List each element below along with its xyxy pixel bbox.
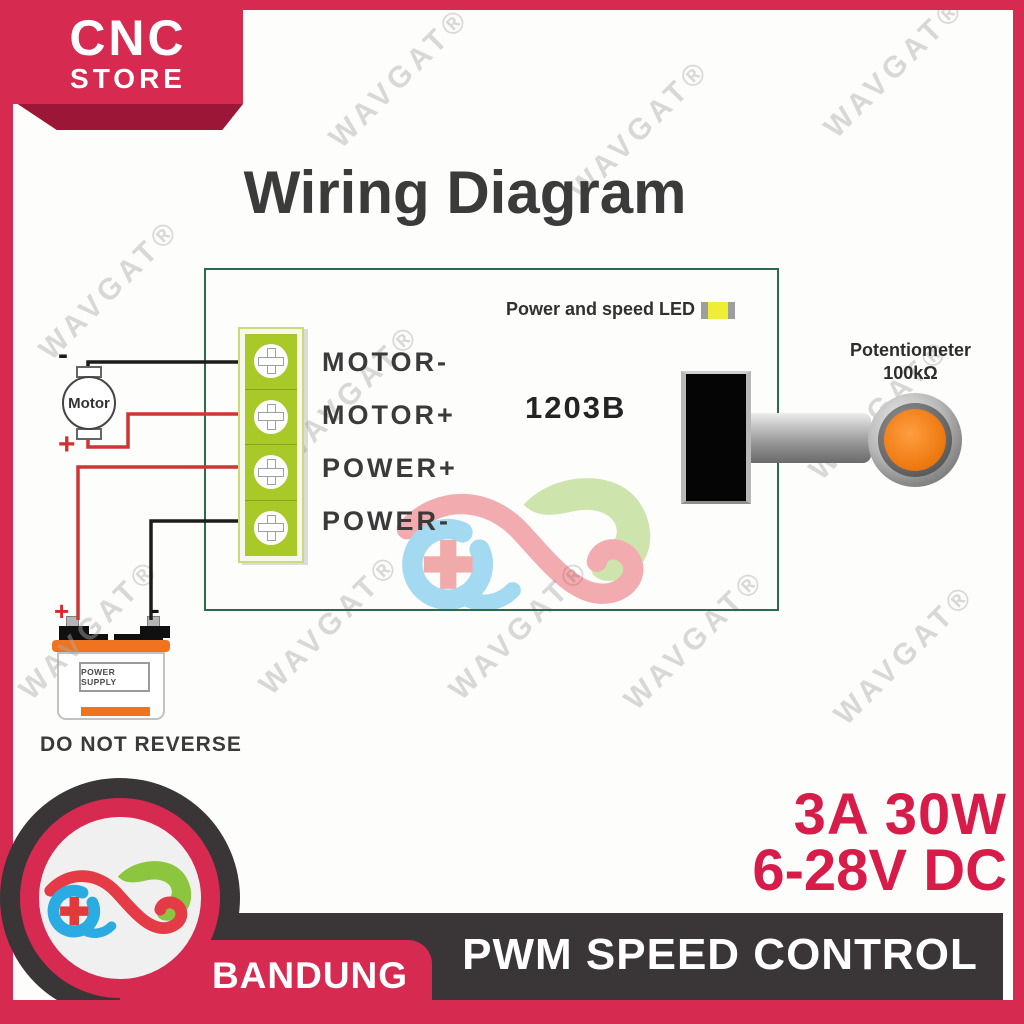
page-title: Wiring Diagram bbox=[243, 159, 687, 226]
terminal-cell bbox=[245, 445, 297, 501]
store-ribbon-fold bbox=[17, 104, 243, 130]
product-name: PWM SPEED CONTROL bbox=[462, 930, 978, 979]
potentiometer-knob-cap bbox=[884, 409, 946, 471]
battery-label-box: POWER SUPPLY bbox=[79, 662, 150, 692]
motor-plus-sign: + bbox=[58, 428, 76, 461]
potentiometer-name: Potentiometer bbox=[849, 340, 972, 360]
terminal-cell bbox=[245, 390, 297, 445]
page-border-left bbox=[0, 0, 13, 1024]
store-ribbon: CNC STORE bbox=[13, 10, 243, 104]
motor-label: Motor bbox=[68, 394, 110, 412]
spec-line-2: 6-28V DC bbox=[752, 838, 1007, 903]
battery-plus-sign: + bbox=[54, 596, 70, 626]
page-border-right bbox=[1013, 0, 1024, 1024]
potentiometer-label: Potentiometer 100kΩ bbox=[828, 339, 993, 385]
screw-icon bbox=[254, 510, 288, 545]
store-subname: STORE bbox=[70, 63, 186, 94]
battery-body: POWER SUPPLY bbox=[57, 652, 165, 720]
screw-icon bbox=[254, 399, 288, 434]
battery-minus-sign: - bbox=[151, 594, 160, 624]
warning-text: DO NOT REVERSE bbox=[40, 733, 242, 756]
wavgat-watermark: WAVGAT® bbox=[817, 0, 972, 145]
screw-icon bbox=[254, 455, 288, 489]
terminal-cell bbox=[245, 334, 297, 390]
potentiometer-shaft bbox=[751, 413, 871, 463]
page-border-top bbox=[0, 0, 1024, 10]
terminal-label-power-minus: POWER- bbox=[322, 506, 451, 536]
screw-icon bbox=[254, 344, 288, 378]
terminal-label-power-plus: POWER+ bbox=[322, 453, 458, 483]
store-name: CNC bbox=[69, 10, 187, 66]
battery-stripe bbox=[81, 707, 150, 716]
potentiometer-body bbox=[681, 371, 751, 504]
battery-plate bbox=[114, 634, 163, 641]
model-number: 1203B bbox=[525, 390, 627, 425]
battery-label: POWER SUPPLY bbox=[81, 667, 117, 687]
battery-plate bbox=[59, 634, 108, 641]
terminal-cell bbox=[245, 501, 297, 557]
potentiometer-value: 100kΩ bbox=[883, 363, 938, 383]
led-indicator-icon bbox=[701, 302, 735, 319]
spec-line-1: 3A 30W bbox=[793, 782, 1007, 847]
battery-top-band bbox=[52, 640, 170, 652]
motor-minus-sign: - bbox=[58, 338, 68, 371]
city-label: BANDUNG bbox=[211, 955, 409, 996]
brand-logo-icon bbox=[42, 842, 200, 952]
led-label: Power and speed LED bbox=[505, 299, 695, 319]
spec-text: 3A 30W 6-28V DC bbox=[600, 782, 1007, 903]
terminal-block-body bbox=[245, 334, 297, 556]
terminal-label-motor-minus: MOTOR- bbox=[322, 347, 449, 377]
terminal-label-motor-plus: MOTOR+ bbox=[322, 400, 456, 430]
motor-symbol: Motor bbox=[62, 376, 116, 430]
terminal-block bbox=[238, 327, 304, 563]
wavgat-watermark: WAVGAT® bbox=[322, 0, 477, 155]
wavgat-watermark: WAVGAT® bbox=[32, 212, 187, 367]
wavgat-watermark: WAVGAT® bbox=[827, 577, 982, 732]
potentiometer-knob bbox=[868, 393, 962, 487]
